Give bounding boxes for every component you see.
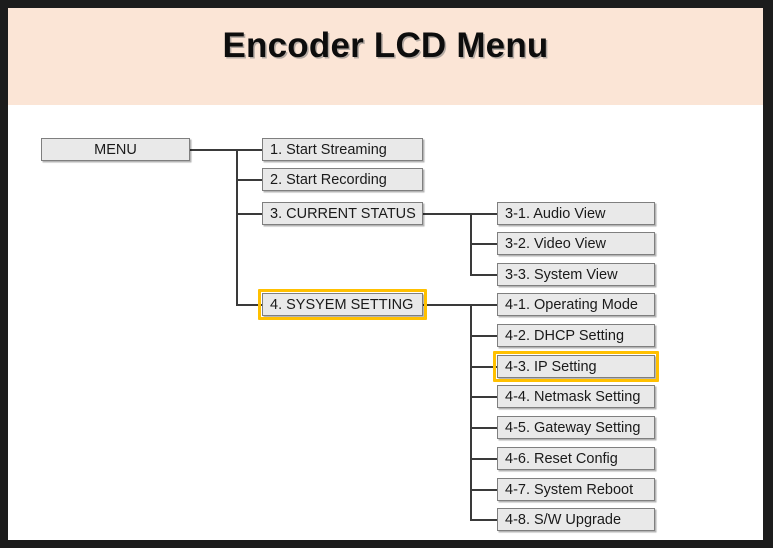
node-item-4-7-label: 4-7. System Reboot [505,481,634,498]
connector-branch-item-4-1 [470,304,497,306]
node-item-3-3-label: 3-3. System View [505,266,618,283]
node-item-4-2-label: 4-2. DHCP Setting [505,327,625,344]
node-item-4-5-label: 4-5. Gateway Setting [505,419,641,436]
connector-level1-trunk [236,149,238,305]
node-item-4-8[interactable]: 4-8. S/W Upgrade [497,508,655,531]
node-item-3-label: 3. CURRENT STATUS [270,205,416,222]
node-item-2-label: 2. Start Recording [270,171,387,188]
node-item-1-label: 1. Start Streaming [270,141,387,158]
node-item-1[interactable]: 1. Start Streaming [262,138,423,161]
page-title: Encoder LCD Menu [222,26,549,65]
connector-branch-item-4 [236,304,262,306]
node-item-4-3[interactable]: 4-3. IP Setting [497,355,655,378]
node-item-3-2-label: 3-2. Video View [505,235,607,252]
node-item-4-6[interactable]: 4-6. Reset Config [497,447,655,470]
connector-group4-trunk [470,304,472,520]
node-item-3-1-label: 3-1. Audio View [505,205,606,222]
node-menu-label: MENU [94,141,137,158]
connector-branch-item-1 [236,149,262,151]
connector-branch-item-4-4 [470,396,497,398]
diagram-canvas: Encoder LCD Menu [8,8,763,540]
node-item-3[interactable]: 3. CURRENT STATUS [262,202,423,225]
node-item-4-4[interactable]: 4-4. Netmask Setting [497,385,655,408]
connector-branch-item-3-1 [470,213,497,215]
connector-branch-item-3-2 [470,243,497,245]
node-menu[interactable]: MENU [41,138,190,161]
connector-branch-item-4-8 [470,519,497,521]
connector-item-4-stub [423,304,472,306]
node-item-4-3-label: 4-3. IP Setting [505,358,597,375]
node-item-3-2[interactable]: 3-2. Video View [497,232,655,255]
connector-branch-item-3-3 [470,274,497,276]
node-item-4-1-label: 4-1. Operating Mode [505,296,638,313]
connector-branch-item-2 [236,179,262,181]
connector-item-3-stub [423,213,472,215]
title-band [8,8,763,105]
node-item-4-4-label: 4-4. Netmask Setting [505,388,641,405]
node-item-3-3[interactable]: 3-3. System View [497,263,655,286]
node-item-4-2[interactable]: 4-2. DHCP Setting [497,324,655,347]
node-item-4-label: 4. SYSYEM SETTING [270,296,414,313]
connector-branch-item-3 [236,213,262,215]
node-item-2[interactable]: 2. Start Recording [262,168,423,191]
connector-branch-item-4-6 [470,458,497,460]
menu-tree-diagram: MENU 1. Start Streaming 2. Start Recordi… [8,105,763,540]
connector-branch-item-4-3 [470,366,497,368]
node-item-4[interactable]: 4. SYSYEM SETTING [262,293,423,316]
connector-branch-item-4-5 [470,427,497,429]
connector-branch-item-4-2 [470,335,497,337]
node-item-4-8-label: 4-8. S/W Upgrade [505,511,622,528]
node-item-4-1[interactable]: 4-1. Operating Mode [497,293,655,316]
connector-root-stub [190,149,238,151]
node-item-4-6-label: 4-6. Reset Config [505,450,618,467]
node-item-4-5[interactable]: 4-5. Gateway Setting [497,416,655,439]
node-item-3-1[interactable]: 3-1. Audio View [497,202,655,225]
connector-branch-item-4-7 [470,489,497,491]
node-item-4-7[interactable]: 4-7. System Reboot [497,478,655,501]
